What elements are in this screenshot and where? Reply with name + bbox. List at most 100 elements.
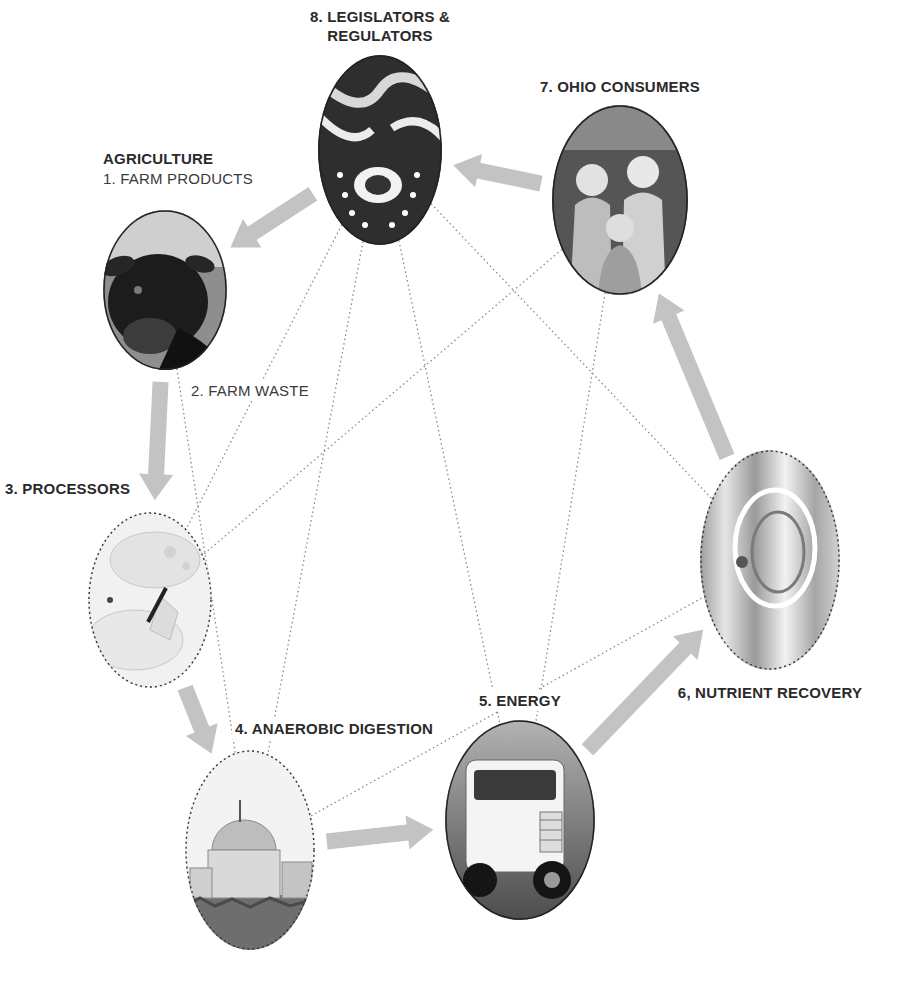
oval-outline xyxy=(185,750,315,950)
dotted-link xyxy=(203,249,562,554)
flow-arrow-shape xyxy=(178,685,218,754)
flow-arrow-shape xyxy=(453,154,542,192)
person-head xyxy=(627,156,659,188)
digester-tank xyxy=(208,850,280,898)
oval-border xyxy=(186,751,314,949)
flag-star xyxy=(389,222,395,228)
people-photo xyxy=(548,100,693,300)
cheese-knife xyxy=(148,588,166,622)
seal xyxy=(354,167,402,203)
swirl-drop xyxy=(736,556,748,568)
grass-line xyxy=(185,898,315,907)
dotted-link xyxy=(399,241,500,724)
dotted-link xyxy=(311,597,704,816)
node-label: AGRICULTURE xyxy=(100,148,216,169)
flag-star xyxy=(349,210,355,216)
photo-ground xyxy=(548,100,693,300)
oval-outline xyxy=(445,720,595,920)
flow-arrow-shape xyxy=(139,381,173,500)
oval-outline xyxy=(552,105,688,295)
truck-photo xyxy=(440,715,600,925)
flow-arrow xyxy=(139,381,173,500)
cheese-hole xyxy=(182,562,190,570)
node-label: 3. PROCESSORS xyxy=(2,478,133,499)
node-label: 8. LEGISLATORS & REGULATORS xyxy=(282,6,478,46)
photo-oval: 4. ANAEROBIC DIGESTION xyxy=(185,750,315,950)
photo-ground xyxy=(695,445,845,675)
recovery-photo xyxy=(695,445,845,675)
oval-outline xyxy=(88,512,212,688)
flow-arrow xyxy=(653,293,734,460)
person-head xyxy=(576,164,608,196)
truck-windshield xyxy=(474,770,556,800)
photo-oval: 6, NUTRIENT RECOVERY xyxy=(700,450,840,670)
oval-outline xyxy=(103,210,227,370)
truck-cab xyxy=(466,760,564,872)
oval-border xyxy=(319,56,441,244)
flag-star xyxy=(402,210,408,216)
oval-border xyxy=(89,513,211,687)
photo-sky xyxy=(548,100,693,150)
swirl-ring xyxy=(752,512,804,592)
node-label: 7. OHIO CONSUMERS xyxy=(537,76,703,97)
link-line xyxy=(203,249,562,554)
link-line xyxy=(311,597,704,816)
flow-arrow xyxy=(453,154,542,192)
flow-arrow xyxy=(326,816,433,850)
photo-ground xyxy=(180,895,320,955)
oval-outline xyxy=(318,55,442,245)
swirl-ring xyxy=(735,490,815,606)
grille-bar xyxy=(540,840,562,841)
photo-sky xyxy=(180,745,320,955)
flow-arrow xyxy=(230,187,317,248)
flag-star xyxy=(414,172,420,178)
photo-oval: 8. LEGISLATORS & REGULATORS xyxy=(318,55,442,245)
photo-oval: 5. ENERGY xyxy=(445,720,595,920)
digester-dome xyxy=(212,820,276,850)
photo-ground xyxy=(315,50,445,250)
link-line xyxy=(399,241,500,724)
truck-wheel xyxy=(533,861,571,899)
node-label: 1. FARM PRODUCTS xyxy=(100,168,256,189)
seal-center xyxy=(365,175,391,195)
photo-ground xyxy=(85,508,215,693)
plant-pole xyxy=(239,800,241,822)
node-label: 2. FARM WASTE xyxy=(188,380,312,401)
oval-border xyxy=(104,211,226,369)
cow-eye xyxy=(134,286,142,294)
cow-neck xyxy=(155,328,232,378)
dotted-link xyxy=(268,241,363,753)
oval-border xyxy=(553,106,687,294)
photo-oval: AGRICULTURE1. FARM PRODUCTS2. FARM WASTE xyxy=(103,210,227,370)
grille-bar xyxy=(540,820,562,821)
digester-photo xyxy=(180,745,320,955)
flag-stripe xyxy=(318,115,372,137)
cheese-wheel xyxy=(110,532,200,588)
person-head xyxy=(606,214,634,242)
flag-star xyxy=(342,192,348,198)
flow-arrow-shape xyxy=(326,816,433,850)
flow-arrow-shape xyxy=(230,187,317,248)
cheese-photo xyxy=(85,508,215,693)
plant-building xyxy=(190,868,212,898)
photo-ground xyxy=(100,205,230,375)
cow-ear xyxy=(183,252,216,275)
cheese-wedge xyxy=(150,596,178,640)
node-label: 4. ANAEROBIC DIGESTION xyxy=(232,718,436,739)
link-line xyxy=(268,241,363,753)
plant-building xyxy=(282,862,312,898)
flag-stripe xyxy=(318,77,445,103)
cow-photo xyxy=(99,205,232,378)
oval-border xyxy=(446,721,594,919)
flag-stripe xyxy=(392,121,445,140)
flag-star xyxy=(410,192,416,198)
photo-oval: 3. PROCESSORS xyxy=(88,512,212,688)
truck-wheel xyxy=(463,863,497,897)
oval-border xyxy=(701,451,839,669)
flow-arrow xyxy=(178,685,218,754)
wheel-hub xyxy=(544,872,560,888)
flag-star xyxy=(337,172,343,178)
oval-outline xyxy=(700,450,840,670)
node-label: 5. ENERGY xyxy=(476,690,564,711)
